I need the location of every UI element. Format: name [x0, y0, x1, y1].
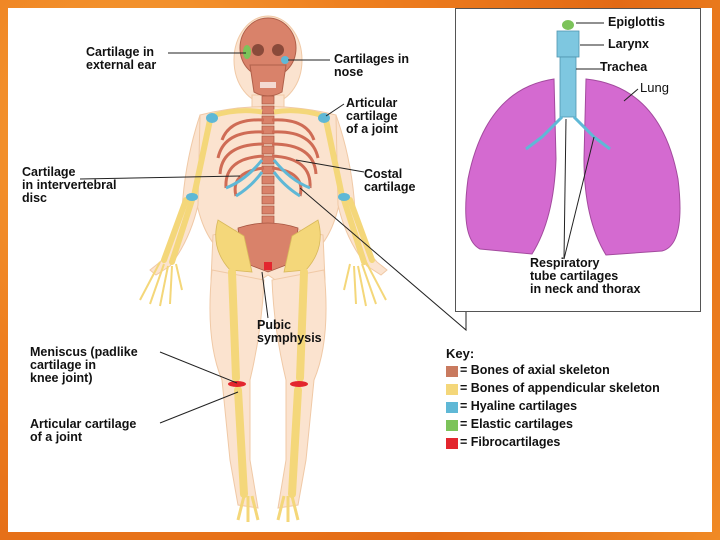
feet [236, 495, 300, 522]
meniscus-label: Meniscus (padlike cartilage in knee join… [30, 345, 138, 385]
pelvis [237, 222, 299, 273]
inset-leaders [563, 22, 639, 260]
hands [139, 261, 387, 307]
intervertebral-label: Cartilage in intervertebral disc [22, 165, 117, 205]
articular-lower-label: Articular cartilage of a joint [30, 417, 137, 444]
epiglottis-cartilage [562, 20, 574, 30]
legend-label-hyaline: = Hyaline cartilages [460, 399, 578, 413]
respiratory-inset: Epiglottis Larynx Trachea Lung Respirato… [455, 8, 701, 312]
legend-swatch-axial [446, 366, 458, 377]
pubic-symphysis-cartilage [264, 262, 272, 270]
nose-label: Cartilages in nose [334, 52, 410, 79]
larynx-trachea [556, 30, 580, 118]
costal-label: Costal cartilage [364, 167, 416, 194]
epiglottis-label: Epiglottis [608, 15, 665, 29]
lungs-illustration [465, 20, 681, 260]
articular-upper-label: Articular cartilage of a joint [346, 96, 399, 136]
skull [239, 17, 297, 97]
hip-bones [215, 219, 321, 273]
leader-lines [79, 52, 467, 424]
nose-cartilage [281, 56, 289, 64]
ear-cartilage [243, 45, 251, 59]
legend-swatch-appendicular [446, 384, 458, 395]
lungs [465, 78, 681, 256]
legend-swatch-elastic [446, 420, 458, 431]
leg-bones [228, 268, 308, 498]
legend-label-elastic: = Elastic cartilages [460, 417, 573, 431]
costal-cartilage [225, 159, 311, 198]
lung-label: Lung [640, 80, 669, 95]
rib-cage [216, 118, 320, 197]
ear-label: Cartilage in external ear [86, 45, 157, 72]
respiratory-label: Respiratory tube cartilages in neck and … [530, 256, 641, 296]
legend-title: Key: [446, 346, 475, 361]
legend-label-appendicular: = Bones of appendicular skeleton [460, 381, 660, 395]
pubic-label: Pubic symphysis [257, 318, 322, 345]
legend-swatch-fibro [446, 438, 458, 449]
larynx-label: Larynx [608, 37, 649, 51]
bronchi [525, 115, 611, 151]
trachea-label: Trachea [600, 60, 648, 74]
arm-bones [161, 117, 375, 265]
legend-label-axial: = Bones of axial skeleton [460, 363, 610, 377]
legend-swatch-hyaline [446, 402, 458, 413]
menisci [228, 381, 308, 387]
legend-label-fibro: = Fibrocartilages [460, 435, 561, 449]
